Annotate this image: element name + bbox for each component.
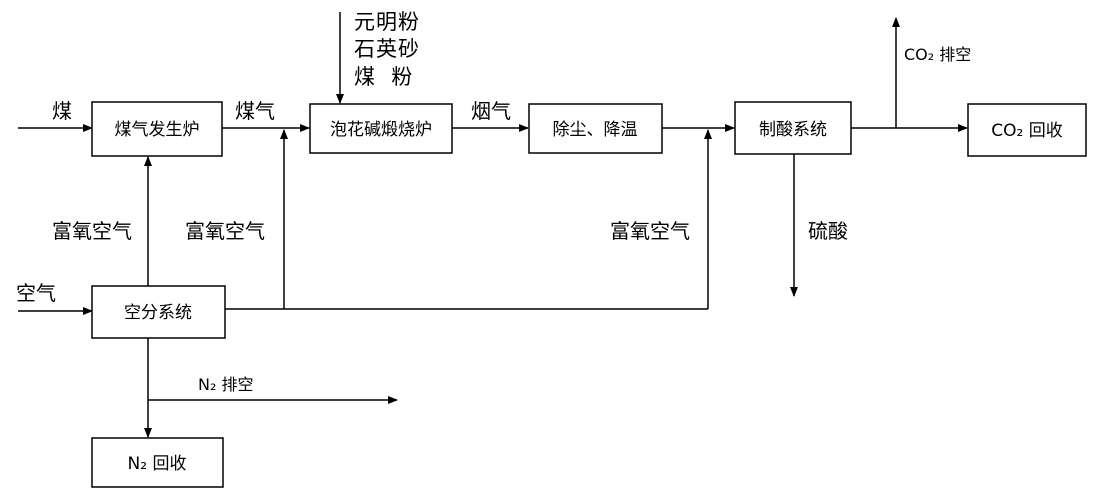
- gasifier-label: 煤气发生炉: [115, 120, 200, 140]
- oxy-air-label-3: 富氧空气: [610, 219, 690, 243]
- material-coal-powder: 煤 粉: [354, 65, 413, 89]
- co2-recovery-box: [967, 103, 1087, 157]
- gasifier-box: [91, 101, 223, 157]
- acid-box: [734, 101, 852, 155]
- dust-box: [528, 103, 663, 154]
- n2-vent-label: N₂ 排空: [198, 375, 253, 394]
- asu-label: 空分系统: [124, 303, 192, 323]
- material-sodium-sulfate: 元明粉: [354, 10, 420, 34]
- kiln-label: 泡花碱煅烧炉: [330, 120, 432, 140]
- n2-recovery-label: N₂ 回收: [128, 454, 187, 474]
- co2-recovery-label: CO₂ 回收: [991, 121, 1062, 141]
- air-label: 空气: [16, 281, 56, 305]
- acid-label: 制酸系统: [759, 120, 827, 140]
- oxy-air-label-1: 富氧空气: [52, 219, 132, 243]
- sulfuric-acid-label: 硫酸: [808, 219, 848, 243]
- material-quartz-sand: 石英砂: [354, 37, 420, 61]
- dust-label: 除尘、降温: [553, 120, 638, 140]
- kiln-box: [309, 103, 453, 154]
- flue-gas-label: 烟气: [471, 99, 511, 123]
- n2-recovery-box: [91, 437, 224, 488]
- co2-vent-label: CO₂ 排空: [904, 45, 971, 64]
- coal-gas-label: 煤气: [235, 99, 275, 123]
- coal-label: 煤: [52, 99, 72, 123]
- oxy-air-label-2: 富氧空气: [185, 219, 265, 243]
- asu-box: [91, 285, 226, 339]
